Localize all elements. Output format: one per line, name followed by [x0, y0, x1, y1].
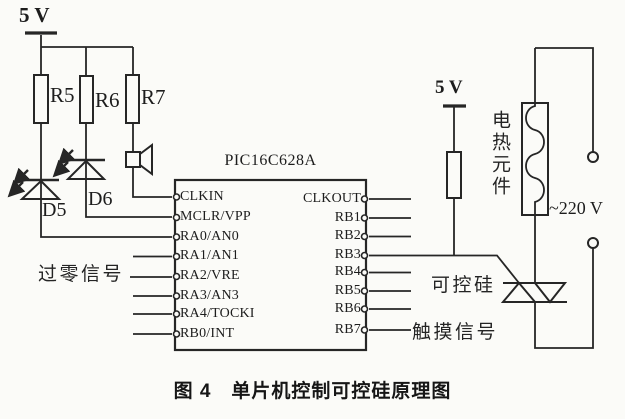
led-d5: [7, 167, 62, 200]
resistor-r5-label: R5: [50, 83, 75, 107]
resistor-r6: [79, 75, 94, 124]
ic-body: [173, 178, 368, 352]
resistor-pullup: [446, 151, 462, 199]
triac-symbol: [500, 281, 568, 304]
pin-label-ra3-an3: RA3/AN3: [180, 287, 239, 303]
pin-label-clkin: CLKIN: [180, 188, 224, 204]
resistor-r7-label: R7: [141, 85, 166, 109]
pin-label-rb0-int: RB0/INT: [180, 325, 235, 341]
pin-label-rb2: RB2: [334, 228, 361, 243]
diode-d6-label: D6: [88, 188, 113, 210]
pin-label-rb3: RB3: [334, 247, 361, 262]
pin-label-ra0-an0: RA0/AN0: [180, 228, 239, 244]
diode-d5-label: D5: [42, 199, 67, 221]
touch-signal-label: 触摸信号: [412, 322, 499, 343]
pin-label-rb4: RB4: [334, 264, 361, 279]
ic-pin-bubbles-left: [172, 193, 181, 338]
pin-label-ra2-vre: RA2/VRE: [180, 268, 240, 283]
mains-terminal-top: [587, 151, 599, 163]
supply-5v-left-label: 5 V: [19, 3, 50, 27]
resistor-r5: [33, 74, 49, 124]
pin-label-rb6: RB6: [334, 300, 361, 316]
led-d6: [52, 147, 107, 180]
pin-label-ra1-an1: RA1/AN1: [180, 248, 239, 263]
thyristor-label: 可控硅: [431, 275, 496, 296]
resistor-r7: [125, 74, 140, 124]
mains-voltage-label: ~220 V: [549, 198, 603, 218]
pin-label-mclr-vpp: MCLR/VPP: [180, 209, 251, 224]
ic-pin-bubbles-right: [360, 195, 369, 334]
pin-label-clkout: CLKOUT: [303, 190, 361, 206]
pin-label-rb1: RB1: [334, 209, 361, 225]
zero-crossing-signal-label: 过零信号: [38, 264, 125, 285]
pin-label-rb5: RB5: [334, 282, 361, 298]
pin-label-ra4-tocki: RA4/TOCKI: [180, 305, 255, 321]
supply-5v-right-label: 5 V: [435, 77, 463, 98]
pin-label-rb7: RB7: [334, 321, 361, 337]
mains-terminal-bottom: [587, 237, 599, 249]
resistor-r6-label: R6: [95, 88, 120, 112]
heating-element-label: 电热元件: [488, 110, 510, 198]
speaker-icon: [125, 143, 153, 176]
figure-caption: 图 4 单片机控制可控硅原理图: [173, 381, 452, 402]
ic-title: PIC16C628A: [224, 152, 317, 169]
heating-element-symbol: [521, 102, 549, 216]
